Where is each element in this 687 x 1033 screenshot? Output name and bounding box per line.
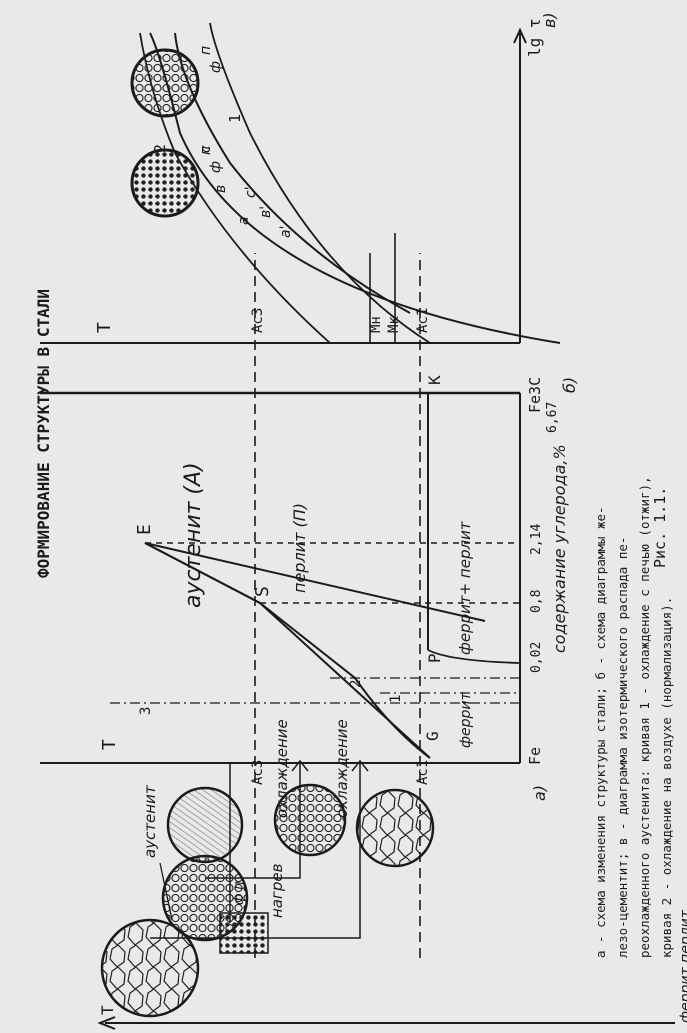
- arrow-right-icon: [291, 759, 309, 772]
- panel-a-axis-t: T: [98, 1005, 117, 1015]
- point-e: E: [134, 524, 155, 535]
- panel-c-isothermal-diagram: T lg τ в) Ac3 Ac1 Мн Мк 1 2 а в с а' в' …: [40, 12, 561, 344]
- label-fe: Fe: [526, 747, 544, 765]
- tick-002: 0,02: [529, 642, 544, 673]
- ferrite-pearlite-mix-box: [219, 912, 269, 954]
- caption-line-1: а - схема изменения структуры стали; б -…: [593, 506, 608, 958]
- circle1-f: ф: [208, 61, 224, 73]
- caption-line-2: лезо-цементит; в - диаграмма изотермичес…: [615, 537, 630, 958]
- alloy-num-1: 1: [388, 695, 404, 703]
- panel-b-letter: б): [560, 377, 579, 393]
- panel-b-axis-t: T: [99, 739, 120, 750]
- region-ferrite-pearlite: феррит+ перлит: [456, 520, 474, 655]
- point-a: а: [236, 216, 252, 225]
- region-austenite: аустенит (А): [181, 462, 206, 608]
- point-b2: в': [258, 206, 274, 218]
- label-cooling-2: охлаждение: [273, 719, 291, 818]
- axis-x-carbon: содержание углерода,%: [550, 444, 569, 653]
- label-austenite: аустенит: [141, 784, 159, 858]
- austenite-coarse-grain-circle: [100, 918, 200, 1018]
- panel-c-mn: Мн: [368, 316, 384, 333]
- alloy-num-2: 2: [348, 680, 364, 688]
- page-heading: ФОРМИРОВАНИЕ СТРУКТУРЫ В СТАЛИ: [34, 289, 53, 578]
- tick-667: 6,67: [545, 402, 560, 433]
- line-ac1-label: Ac1: [415, 760, 431, 785]
- caption-line-4: кривая 2 - охлаждение на воздухе (нормал…: [659, 597, 674, 958]
- label-fp: ф п: [232, 881, 247, 905]
- circle2-p: п: [198, 146, 214, 155]
- circle2-f: ф: [208, 161, 224, 173]
- gs-solvus: [259, 602, 431, 759]
- caption-line-3: реохлажденного аустенита: кривая 1 - охл…: [637, 476, 652, 958]
- ferrite-pearlite-circle-1: [355, 788, 435, 868]
- ferrite-pearlite-circle-3: [166, 786, 244, 864]
- austenite-leader-line: [159, 862, 173, 921]
- panel-c-axis-t: T: [94, 322, 115, 333]
- region-ferrite: феррит: [458, 692, 474, 748]
- point-b: в: [213, 185, 229, 193]
- cooling-path-1: [150, 763, 361, 939]
- panel-c-letter: в): [540, 12, 559, 28]
- c-curve-start: [149, 32, 561, 344]
- tick-08: 0,8: [529, 590, 544, 613]
- c-curve-end: [174, 32, 411, 314]
- arrow-right-icon: [351, 759, 369, 772]
- curve-label-1: 1: [226, 114, 244, 123]
- figure-label: Рис. 1.1.: [651, 487, 669, 568]
- point-a2: а': [278, 226, 294, 238]
- pq-line: [427, 649, 521, 664]
- line-ac3-label: Ac3: [250, 760, 266, 785]
- region-pearlite: перлит (П): [290, 503, 309, 593]
- tick-214: 2,14: [529, 524, 544, 555]
- label-cooling-1: охлаждение: [333, 719, 351, 818]
- label-heating: нагрев: [268, 863, 286, 918]
- se-line: [144, 542, 261, 604]
- cooling-curve-1: [209, 22, 431, 344]
- label-fe3c: Fe3C: [526, 377, 544, 413]
- label-ferrite-pearlite: феррит перлит: [678, 909, 687, 1023]
- point-s: S: [252, 586, 273, 597]
- point-p: P: [425, 653, 444, 663]
- ferrite-pearlite-circle-2: [273, 783, 347, 857]
- arrow-right-icon: [513, 27, 527, 44]
- panel-c-ac3: Ac3: [250, 308, 266, 333]
- panel-a-arrow-icon: [97, 1016, 116, 1030]
- curve-label-2: 2: [151, 144, 169, 153]
- circle1-p: п: [198, 46, 214, 55]
- figure-caption: а - схема изменения структуры стали; б -…: [593, 476, 674, 958]
- structure-circle-2: [130, 148, 200, 218]
- point-g: G: [423, 731, 442, 741]
- structure-circle-1: [130, 48, 200, 118]
- alloy-num-3: 3: [138, 707, 154, 715]
- panel-a-letter: а): [530, 785, 549, 801]
- point-c2: с': [243, 186, 259, 198]
- panel-a-structure-scheme: T аустенит ф п феррит перлит охлаждение …: [97, 719, 687, 1030]
- axis-lgt: lg τ: [525, 18, 544, 57]
- cooling-path-2: [205, 763, 301, 879]
- point-c: с: [198, 145, 214, 153]
- point-k: K: [425, 375, 444, 385]
- panel-b-iron-carbon-diagram: T G P S E K Ac3 Ac1 аустенит (А) феррит+…: [40, 375, 579, 785]
